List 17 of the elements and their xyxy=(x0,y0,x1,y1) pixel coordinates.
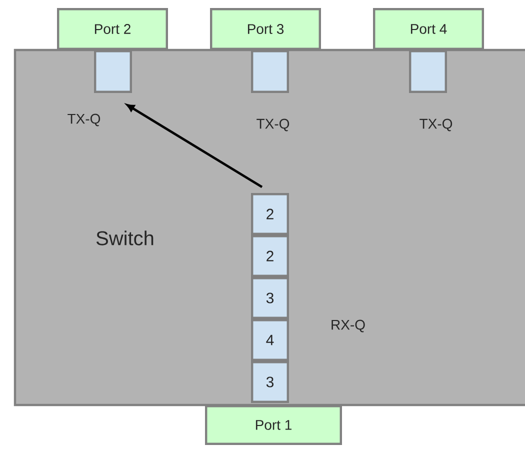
queue-cell: 2 xyxy=(251,235,289,277)
queue-cell: 3 xyxy=(251,361,289,403)
port-box: Port 4 xyxy=(373,8,484,50)
queue-cell: 3 xyxy=(251,277,289,319)
queue-label: TX-Q xyxy=(420,118,452,132)
queue-cell: 4 xyxy=(251,319,289,361)
queue-box xyxy=(94,50,132,93)
port-box: Port 3 xyxy=(210,8,321,50)
queue-label: TX-Q xyxy=(256,118,290,132)
queue-box xyxy=(251,50,289,93)
port-box: Port 2 xyxy=(57,8,168,50)
arrow xyxy=(126,104,263,188)
queue-label: TX-Q xyxy=(68,114,100,126)
queue-box xyxy=(409,50,447,93)
queue-cell: 2 xyxy=(251,193,289,235)
port-box: Port 1 xyxy=(205,405,342,445)
queue-label: RX-Q xyxy=(332,320,365,332)
